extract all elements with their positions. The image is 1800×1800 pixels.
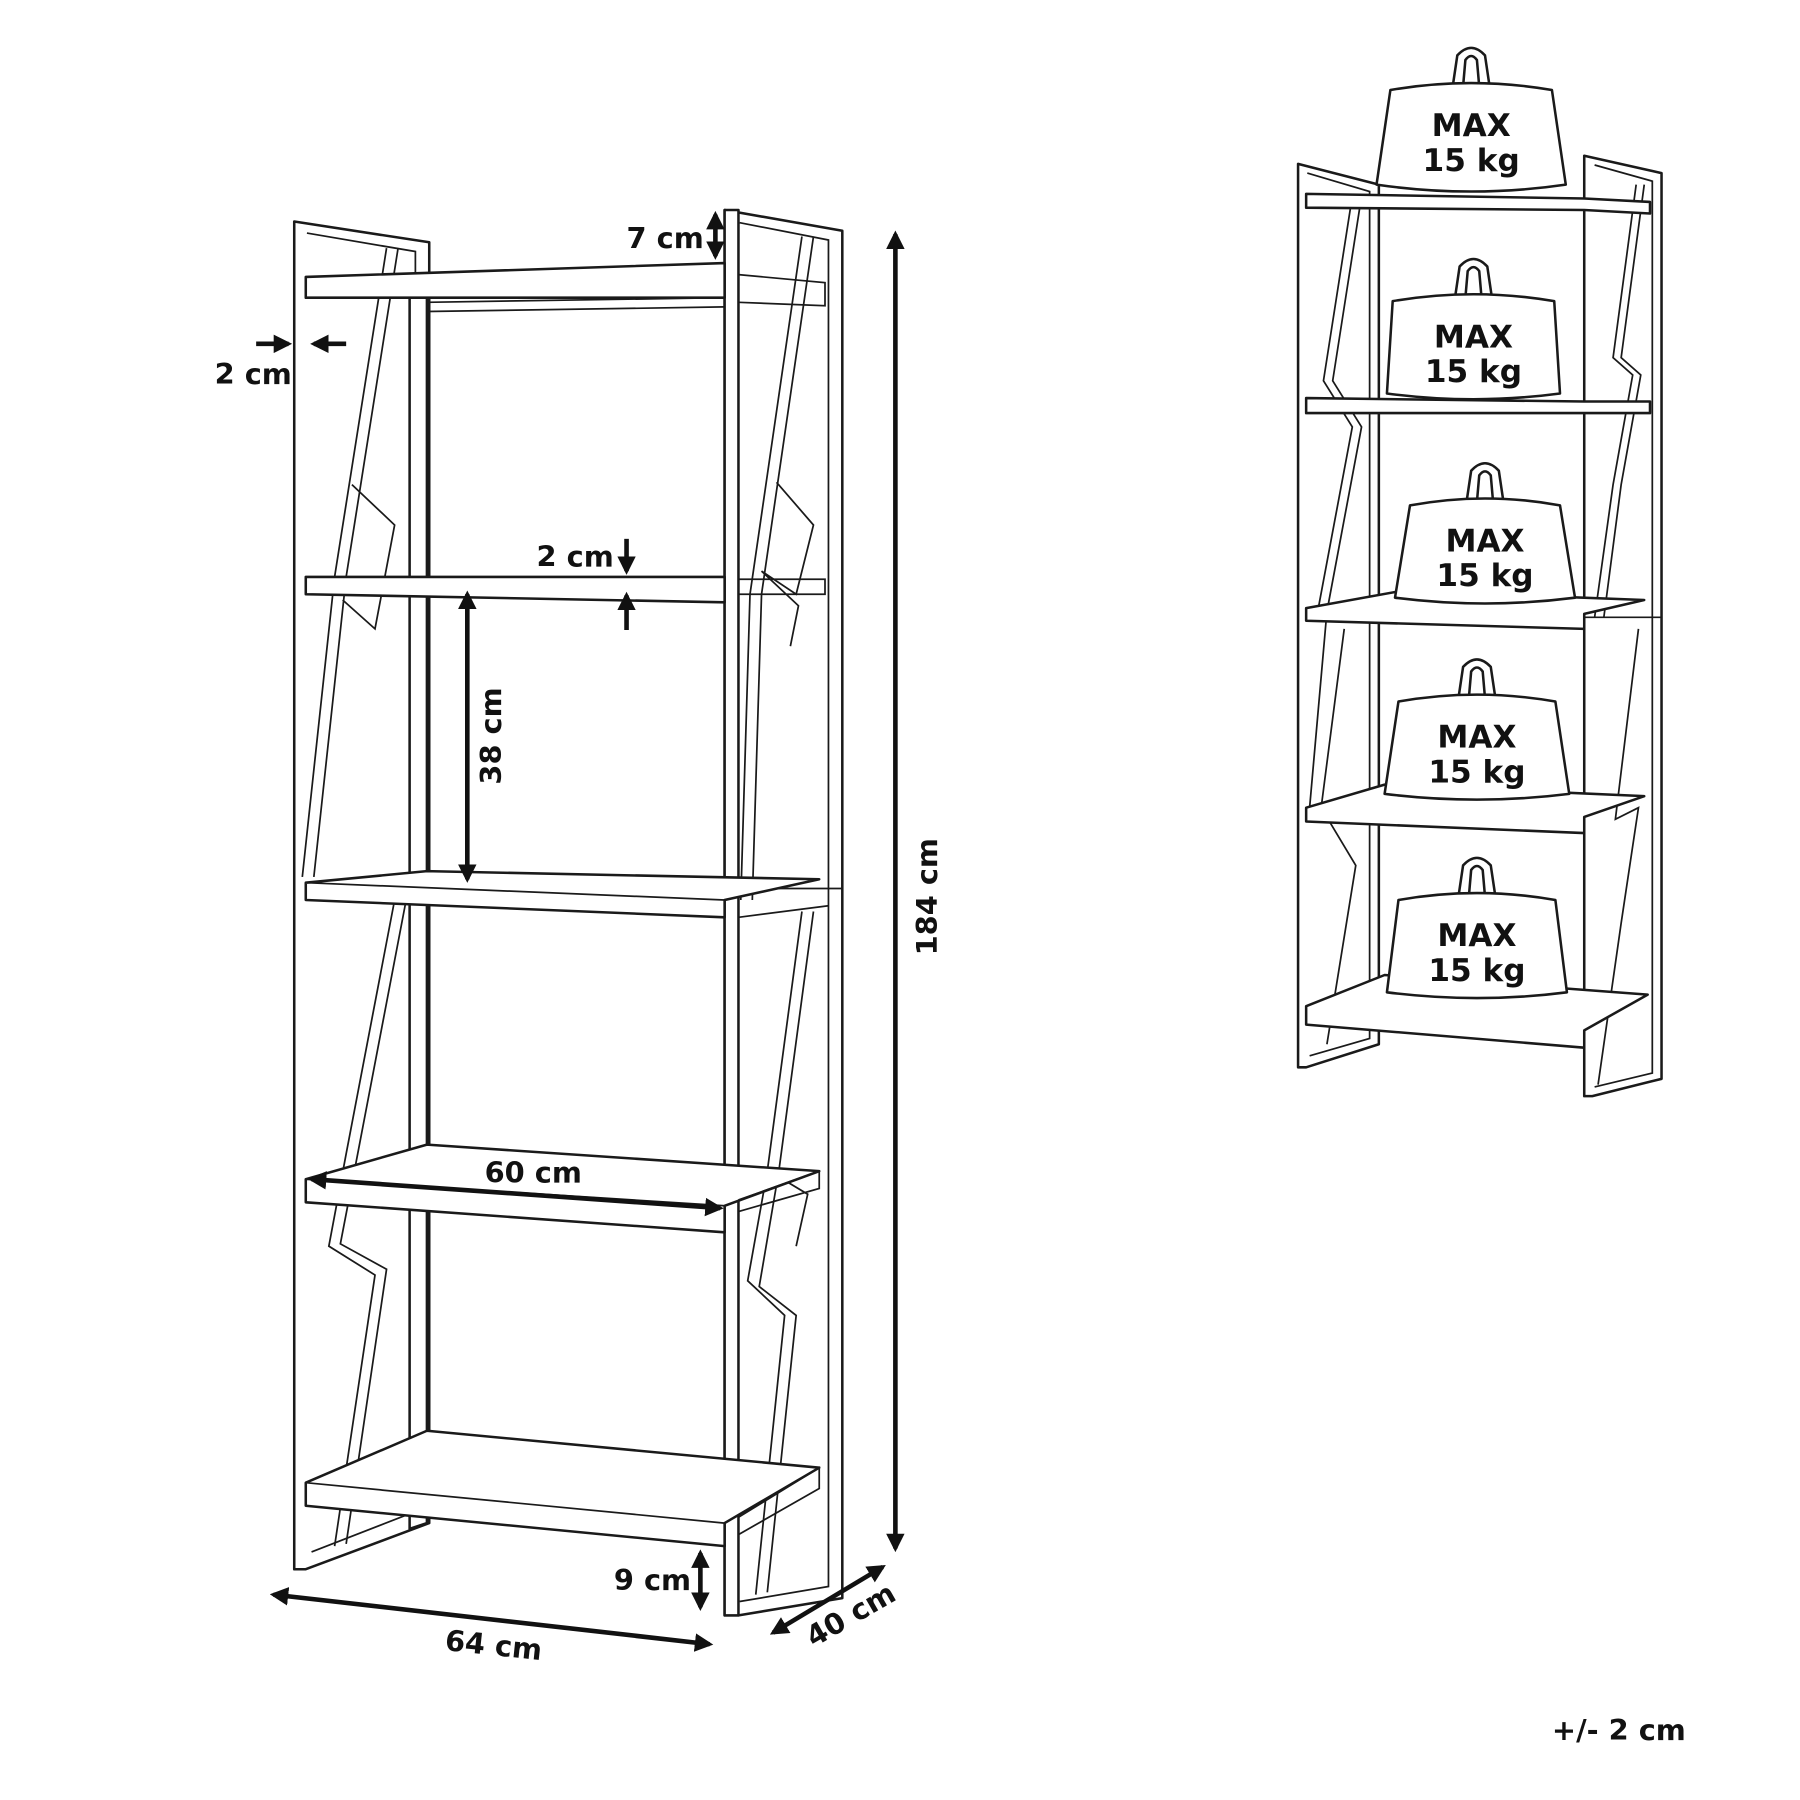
svg-text:15 kg: 15 kg <box>1428 953 1525 989</box>
weight-4: MAX 15 kg <box>1383 658 1571 801</box>
shelf-front-view <box>292 208 844 1617</box>
svg-text:MAX: MAX <box>1445 524 1524 560</box>
svg-text:15 kg: 15 kg <box>1436 558 1533 594</box>
bottom-clearance-label: 9 cm <box>614 1563 691 1597</box>
shelf-spacing-label: 38 cm <box>474 687 508 784</box>
weight-2: MAX 15 kg <box>1385 257 1562 401</box>
tolerance-note: +/- 2 cm <box>1552 1713 1686 1747</box>
svg-text:15 kg: 15 kg <box>1423 143 1520 179</box>
weight-5: MAX 15 kg <box>1385 856 1569 1000</box>
shelf-thickness-label: 2 cm <box>537 540 614 574</box>
svg-text:MAX: MAX <box>1432 108 1511 144</box>
svg-text:MAX: MAX <box>1437 720 1516 756</box>
svg-text:15 kg: 15 kg <box>1428 754 1525 790</box>
svg-text:MAX: MAX <box>1437 918 1516 954</box>
frame-thickness-label: 2 cm <box>215 357 292 391</box>
svg-text:15 kg: 15 kg <box>1425 354 1522 390</box>
weight-1: MAX 15 kg <box>1375 46 1568 193</box>
svg-text:MAX: MAX <box>1434 319 1513 355</box>
right-side-frame <box>723 208 844 1617</box>
shelf-width-label: 60 cm <box>485 1156 582 1190</box>
weight-3: MAX 15 kg <box>1393 462 1577 605</box>
top-offset-label: 7 cm <box>627 221 704 255</box>
total-height-label: 184 cm <box>910 838 944 955</box>
total-width-label: 64 cm <box>443 1623 543 1667</box>
